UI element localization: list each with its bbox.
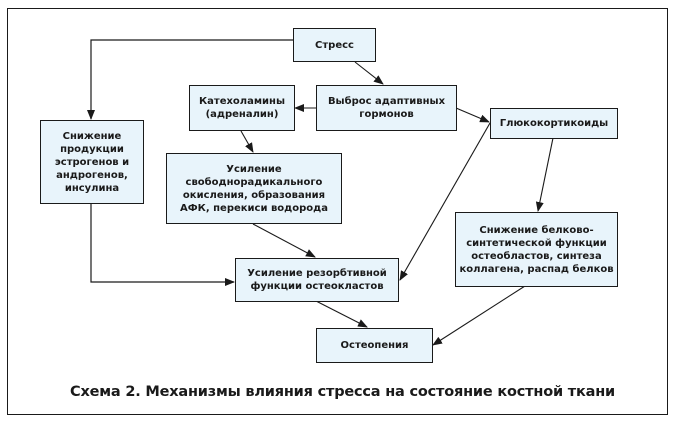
edge-free-radical-to-resorption	[252, 223, 316, 258]
figure-caption: Схема 2. Механизмы влияния стресса на со…	[70, 384, 615, 400]
node-stress: Стресс	[293, 28, 376, 62]
node-resorption: Усиление резорбтивной функции остеокласт…	[235, 258, 399, 302]
edge-glucocorticoids-to-protein-synthesis	[535, 137, 554, 212]
node-hormone-decrease: Снижение продукции эстрогенов и андроген…	[40, 120, 144, 204]
node-free-radical: Усиление свободнорадикального окисления,…	[166, 153, 342, 224]
node-glucocorticoids: Глюкокортикоиды	[490, 108, 618, 139]
edge-hormone-decrease-to-resorption	[90, 203, 235, 286]
edge-glucocorticoids-to-resorption	[399, 122, 491, 281]
edge-hormone-release-to-glucocorticoids	[455, 107, 490, 123]
edge-resorption-to-osteopenia	[315, 300, 368, 328]
node-catecholamines: Катехоламины (адреналин)	[189, 85, 295, 131]
edge-stress-to-hormone-release	[354, 61, 384, 85]
edge-catecholamines-to-free-radical	[240, 130, 254, 153]
node-hormone-release: Выброс адаптивных гормонов	[316, 85, 457, 131]
edge-protein-synthesis-to-osteopenia	[432, 285, 526, 346]
edge-stress-to-hormone-decrease	[87, 39, 293, 120]
node-osteopenia: Остеопения	[316, 328, 433, 363]
diagram-frame	[7, 8, 668, 415]
node-protein-synthesis: Снижение белково- синтетической функции …	[455, 212, 618, 287]
